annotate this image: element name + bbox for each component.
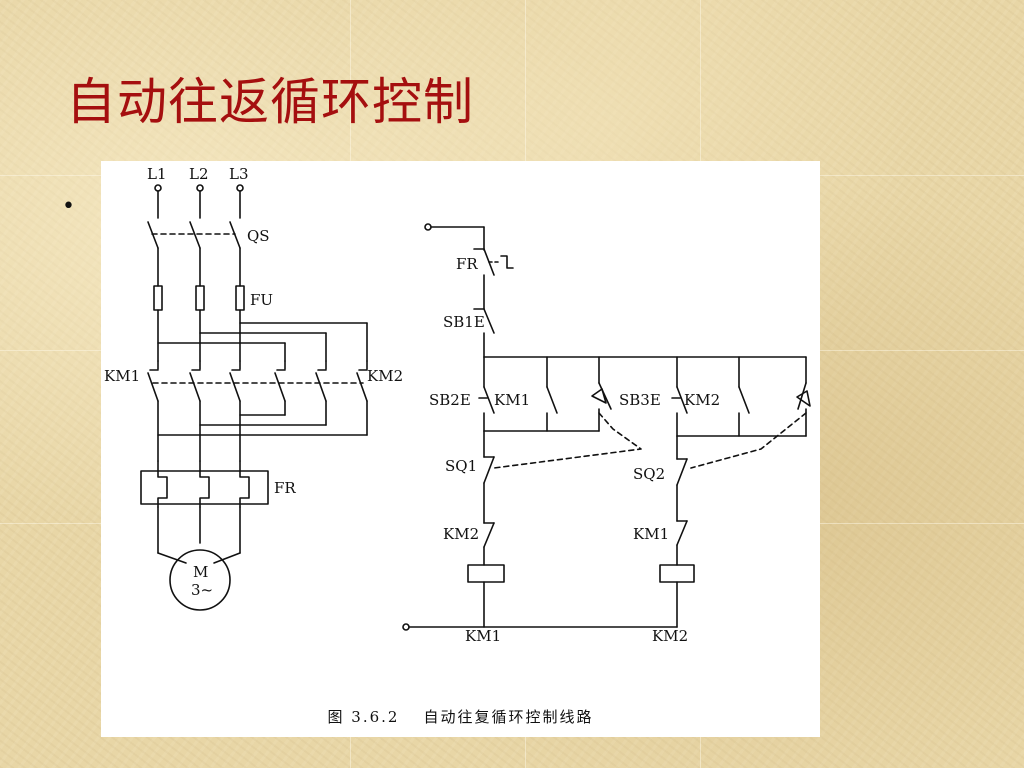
motor-symbol <box>169 549 231 611</box>
label-sq2: SQ2 <box>633 465 665 483</box>
label-sb3: SB3E <box>619 391 661 409</box>
branch1-start-contacts <box>478 382 612 432</box>
control-supply <box>424 223 485 251</box>
limit-switch-linkage <box>493 412 642 469</box>
phase-swap-wiring <box>157 414 368 436</box>
label-fr-main: FR <box>274 479 296 497</box>
label-km1-coil: KM1 <box>465 627 501 645</box>
fu-fuses <box>153 285 245 362</box>
branch2-series <box>659 435 695 628</box>
km2-main-contacts <box>152 360 368 436</box>
circuit-figure: L1 L2 L3 QS FU KM1 KM2 FR M 3~ FR SB1E S… <box>101 161 820 737</box>
label-km1-main: KM1 <box>104 367 140 385</box>
bullet-icon: • <box>62 194 75 219</box>
label-fr-control: FR <box>456 255 478 273</box>
label-km1-interlock: KM1 <box>633 525 669 543</box>
limit-switch-linkage <box>690 412 807 469</box>
label-motor-phase: 3~ <box>191 581 213 599</box>
label-sb2: SB2E <box>429 391 471 409</box>
branch2-start-contacts <box>671 382 811 437</box>
control-bottom-bus <box>402 623 678 631</box>
km2-feed-bus <box>157 322 368 362</box>
label-km2-aux: KM2 <box>684 391 720 409</box>
label-sb1: SB1E <box>443 313 485 331</box>
figure-caption-text: 自动往复循环控制线路 <box>423 708 594 726</box>
label-km2-main: KM2 <box>367 367 403 385</box>
km1-main-contacts <box>147 360 241 462</box>
label-motor-m: M <box>193 563 208 581</box>
label-sq1: SQ1 <box>445 457 477 475</box>
label-km2-interlock: KM2 <box>443 525 479 543</box>
label-l3: L3 <box>229 165 249 183</box>
label-fu: FU <box>250 291 273 309</box>
label-l1: L1 <box>147 165 167 183</box>
fr-thermal-relay <box>140 460 269 564</box>
supply-terminals <box>154 184 244 219</box>
branch1-series <box>467 430 505 628</box>
figure-number: 图 3.6.2 <box>327 708 400 726</box>
figure-caption: 图 3.6.2 自动往复循环控制线路 <box>101 706 820 727</box>
label-km1-aux: KM1 <box>494 391 530 409</box>
label-l2: L2 <box>189 165 209 183</box>
sb1-stop-button <box>473 308 495 358</box>
circuit-diagram: L1 L2 L3 QS FU KM1 KM2 FR M 3~ FR SB1E S… <box>104 165 811 645</box>
label-qs: QS <box>247 227 270 245</box>
qs-switch <box>147 221 241 287</box>
slide-title: 自动往返循环控制 <box>66 73 474 131</box>
label-km2-coil: KM2 <box>652 627 688 645</box>
fr-nc-contact <box>473 248 514 310</box>
